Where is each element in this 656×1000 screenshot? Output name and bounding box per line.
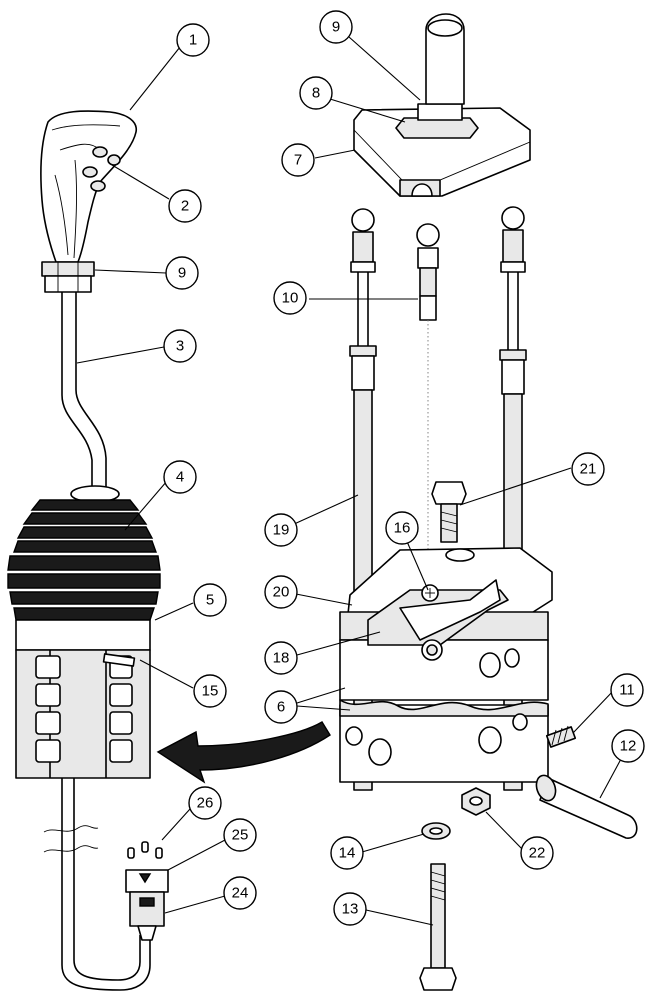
long-bolt <box>419 863 457 991</box>
callout-9-left: 9 <box>165 256 199 290</box>
handle-buttons <box>82 146 121 192</box>
callout-11-label: 11 <box>619 682 635 699</box>
callout-16: 16 <box>385 511 419 545</box>
callout-15-label: 15 <box>202 683 219 700</box>
callout-7: 7 <box>281 143 315 177</box>
callout-19-label: 19 <box>273 522 290 539</box>
dowel-pin <box>535 774 638 839</box>
connector-plug <box>125 869 169 941</box>
callout-1-label: 1 <box>189 32 197 49</box>
callout-14: 14 <box>330 836 364 870</box>
callout-4-label: 4 <box>176 469 184 486</box>
callout-18-label: 18 <box>273 650 290 667</box>
callout-8: 8 <box>299 76 333 110</box>
callout-10-label: 10 <box>282 290 299 307</box>
callout-6: 6 <box>264 690 298 724</box>
callout-24: 24 <box>223 876 257 910</box>
callout-8-label: 8 <box>312 85 320 102</box>
callout-11: 11 <box>610 673 644 707</box>
callout-15: 15 <box>193 674 227 708</box>
callout-4: 4 <box>163 460 197 494</box>
callout-13-label: 13 <box>342 901 359 918</box>
pushrod-center <box>416 223 440 321</box>
pushrod-right <box>499 206 527 791</box>
handle-nut <box>41 261 95 293</box>
joystick-handle <box>40 110 137 263</box>
callout-9-right: 9 <box>319 10 353 44</box>
hex-bolt <box>431 481 467 543</box>
joystick-base <box>15 619 151 779</box>
leader-lines <box>76 36 629 926</box>
cover-shaft <box>425 13 465 105</box>
callout-5-label: 5 <box>206 592 214 609</box>
callout-21-label: 21 <box>580 461 597 478</box>
rubber-boot <box>7 485 161 621</box>
callout-22: 22 <box>520 836 554 870</box>
callout-25: 25 <box>223 818 257 852</box>
callout-19: 19 <box>264 513 298 547</box>
callout-25-label: 25 <box>232 827 249 844</box>
callout-9-right-label: 9 <box>332 19 340 36</box>
callout-26-label: 26 <box>197 795 214 812</box>
washer <box>421 822 451 840</box>
cover-nut <box>395 103 479 139</box>
callout-16-label: 16 <box>394 520 411 537</box>
callout-9-left-label: 9 <box>178 265 186 282</box>
valve-body-lower <box>339 699 549 783</box>
callout-2-label: 2 <box>181 198 189 215</box>
callout-22-label: 22 <box>529 845 546 862</box>
assembly-arrow <box>156 721 331 784</box>
connector-terminals <box>127 841 163 859</box>
hex-nut <box>461 787 491 816</box>
callout-12: 12 <box>611 729 645 763</box>
joystick-shaft <box>61 292 107 490</box>
callout-13: 13 <box>333 892 367 926</box>
callout-2: 2 <box>168 189 202 223</box>
callout-20-label: 20 <box>273 584 290 601</box>
set-screw <box>545 725 577 748</box>
callout-24-label: 24 <box>232 885 249 902</box>
callout-1: 1 <box>176 23 210 57</box>
callout-7-label: 7 <box>294 152 302 169</box>
callout-3: 3 <box>163 329 197 363</box>
callout-6-label: 6 <box>277 699 285 716</box>
wire-harness <box>43 778 151 991</box>
valve-plate <box>367 579 509 661</box>
callout-21: 21 <box>571 452 605 486</box>
callout-14-label: 14 <box>339 845 356 862</box>
callout-18: 18 <box>264 641 298 675</box>
callout-12-label: 12 <box>620 738 637 755</box>
callout-26: 26 <box>188 786 222 820</box>
callout-3-label: 3 <box>176 338 184 355</box>
callout-20: 20 <box>264 575 298 609</box>
callout-5: 5 <box>193 583 227 617</box>
base-pin <box>102 653 136 667</box>
callout-10: 10 <box>273 281 307 315</box>
